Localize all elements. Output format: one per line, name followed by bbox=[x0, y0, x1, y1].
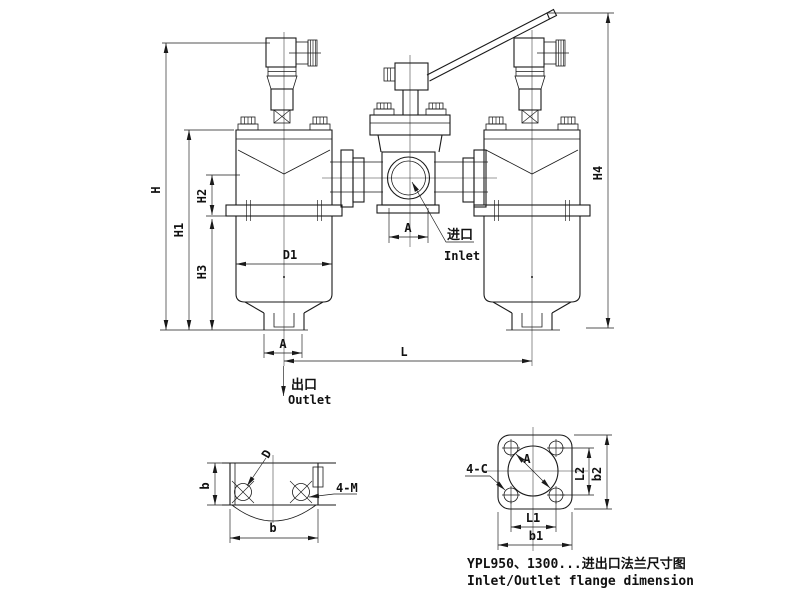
inlet-callout: 进口 Inlet bbox=[411, 181, 480, 263]
flange-dimensions: A 4-C L2 b2 L1 b1 bbox=[465, 434, 612, 550]
dim-A-valve-label: A bbox=[404, 221, 412, 235]
flange-plate bbox=[497, 434, 573, 510]
bowl-arc bbox=[231, 504, 317, 522]
flange-detail-view: A 4-C L2 b2 L1 b1 YPL950、1300...进出口法兰尺寸图… bbox=[465, 427, 694, 589]
dim-b-bottom-label: b bbox=[269, 521, 276, 535]
outlet-label-en: Outlet bbox=[288, 393, 331, 407]
right-filter-housing bbox=[473, 116, 591, 331]
inlet-label-en: Inlet bbox=[444, 249, 480, 263]
base-view-dimensions: b b D 4-M bbox=[198, 447, 358, 543]
mounting-bolt-holes bbox=[231, 480, 313, 504]
dim-H4-label: H4 bbox=[591, 166, 605, 180]
bolt-holes-label: 4-M bbox=[336, 481, 358, 495]
main-dimensions: H H1 H2 H3 H4 D1 A A L bbox=[149, 12, 614, 364]
main-view: H H1 H2 H3 H4 D1 A A L bbox=[149, 8, 614, 407]
flange-holes-label: 4-C bbox=[466, 462, 488, 476]
outlet-label-cn: 出口 bbox=[291, 377, 317, 393]
changeover-valve bbox=[369, 8, 558, 214]
dim-b-side-label: b bbox=[198, 482, 212, 489]
dim-H3-label: H3 bbox=[195, 265, 209, 279]
dim-b2-label: b2 bbox=[590, 467, 604, 481]
left-connector-flanges bbox=[330, 149, 383, 208]
inlet-port-bore bbox=[386, 156, 431, 200]
dim-L1-label: L1 bbox=[526, 511, 540, 525]
base-bottom-view: b b D 4-M bbox=[198, 447, 358, 543]
dim-H1-label: H1 bbox=[172, 223, 186, 237]
dim-A-flange-label: A bbox=[523, 452, 531, 466]
caption-line-cn: YPL950、1300...进出口法兰尺寸图 bbox=[467, 556, 686, 572]
outlet-callout: 出口 Outlet bbox=[281, 366, 331, 407]
valve-handle-lever bbox=[426, 8, 558, 82]
flange-bore bbox=[507, 445, 559, 497]
dim-L2-label: L2 bbox=[573, 467, 587, 481]
dim-H2-label: H2 bbox=[195, 189, 209, 203]
dim-A-outlet-label: A bbox=[279, 337, 287, 351]
inlet-label-cn: 进口 bbox=[447, 228, 473, 243]
right-connector-flanges bbox=[434, 149, 488, 208]
centerlines bbox=[283, 30, 533, 366]
dim-b1-label: b1 bbox=[529, 529, 543, 543]
flange-caption: YPL950、1300...进出口法兰尺寸图 Inlet/Outlet flan… bbox=[467, 556, 694, 589]
caption-line-en: Inlet/Outlet flange dimension bbox=[467, 574, 694, 589]
dim-L-label: L bbox=[400, 345, 407, 359]
dim-D1-label: D1 bbox=[283, 248, 297, 262]
dim-H-label: H bbox=[149, 186, 163, 193]
